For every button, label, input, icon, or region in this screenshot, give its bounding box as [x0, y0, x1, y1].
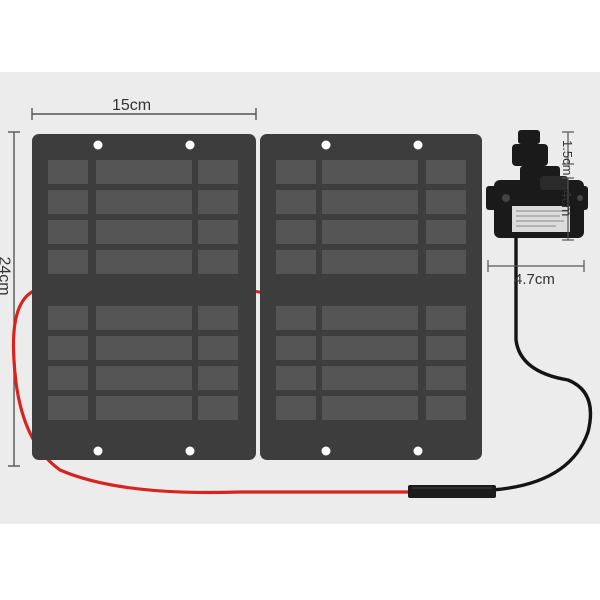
water-pump-icon	[486, 130, 588, 238]
pump-width-dimension-line	[487, 260, 585, 272]
solar-cells-left	[48, 160, 238, 420]
cable-connector	[408, 485, 496, 498]
width-dimension-line	[31, 108, 257, 120]
panel-width-label: 15cm	[112, 97, 152, 114]
pump-top-label: 1.5cm	[560, 140, 575, 176]
panel-height-label: 24cm	[0, 256, 13, 296]
pump-height-dimension-line	[562, 131, 574, 241]
solar-cells-right	[276, 160, 466, 420]
solar-panel-left	[32, 134, 256, 460]
black-cable	[491, 232, 593, 492]
height-dimension-line	[8, 131, 20, 467]
pump-label-sticker	[512, 206, 570, 232]
pump-width-label: 4.7cm	[514, 271, 555, 288]
pump-height-label: 4cm	[559, 190, 575, 217]
solar-panel-right	[260, 134, 482, 460]
